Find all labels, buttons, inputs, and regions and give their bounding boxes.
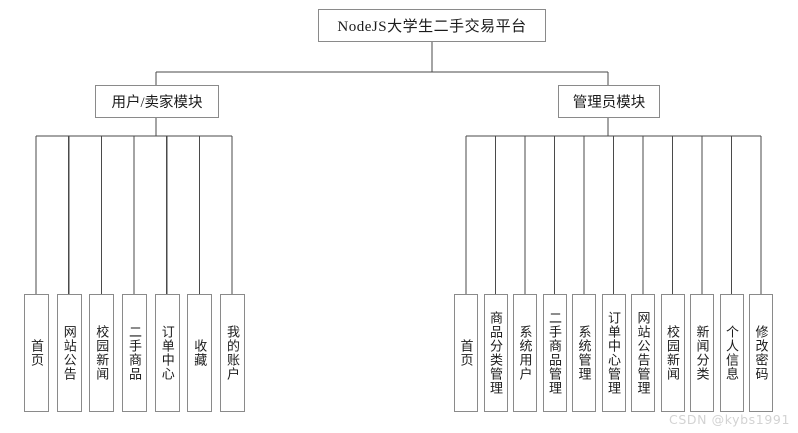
leaf-node-label: 首页 (458, 339, 474, 367)
leaf-node-label: 校园新闻 (94, 325, 110, 381)
leaf-node-admin-news-category[interactable]: 新闻分类 (690, 294, 714, 412)
leaf-node-label: 个人信息 (724, 325, 739, 381)
module-node-label: 用户/卖家模块 (111, 95, 203, 111)
leaf-node-user-order-center[interactable]: 订单中心 (154, 294, 180, 412)
leaf-node-user-my-account[interactable]: 我的账户 (220, 294, 245, 412)
leaf-node-admin-personal-info[interactable]: 个人信息 (719, 294, 744, 412)
leaf-node-label: 系统管理 (576, 325, 592, 381)
leaf-node-user-campus-news[interactable]: 校园新闻 (89, 294, 115, 412)
module-node-user-seller[interactable]: 用户/卖家模块 (95, 85, 219, 118)
leaf-node-admin-secondhand-goods-mgmt[interactable]: 二手商品管理 (542, 294, 567, 412)
leaf-node-admin-change-password[interactable]: 修改密码 (749, 294, 773, 412)
module-node-label: 管理员模块 (572, 95, 646, 111)
leaf-node-label: 系统用户 (517, 325, 533, 381)
leaf-node-label: 修改密码 (753, 325, 769, 381)
leaf-node-label: 收藏 (192, 339, 208, 367)
leaf-node-label: 我的账户 (225, 325, 240, 381)
leaf-node-user-site-notice[interactable]: 网站公告 (56, 294, 82, 412)
leaf-node-label: 网站公告 (61, 325, 77, 381)
leaf-node-admin-goods-category-mgmt[interactable]: 商品分类管理 (483, 294, 508, 412)
root-node-platform[interactable]: NodeJS大学生二手交易平台 (318, 9, 546, 42)
leaf-node-admin-home[interactable]: 首页 (454, 294, 478, 412)
leaf-node-label: 首页 (29, 339, 44, 367)
leaf-node-label: 校园新闻 (665, 325, 680, 381)
leaf-node-admin-system-mgmt[interactable]: 系统管理 (572, 294, 596, 412)
leaf-node-admin-order-center-mgmt[interactable]: 订单中心管理 (601, 294, 626, 412)
csdn-watermark: CSDN @kybs1991 (669, 412, 790, 427)
root-node-label: NodeJS大学生二手交易平台 (337, 19, 527, 35)
leaf-node-label: 网站公告管理 (635, 311, 651, 395)
leaf-node-user-favorites[interactable]: 收藏 (187, 294, 213, 412)
leaf-node-label: 订单中心管理 (606, 311, 621, 395)
leaf-node-label: 商品分类管理 (488, 311, 503, 395)
leaf-node-label: 二手商品 (127, 325, 142, 381)
module-node-admin[interactable]: 管理员模块 (558, 85, 660, 118)
leaf-node-label: 新闻分类 (694, 325, 710, 381)
leaf-node-admin-campus-news[interactable]: 校园新闻 (660, 294, 685, 412)
leaf-node-user-secondhand-goods[interactable]: 二手商品 (122, 294, 147, 412)
leaf-node-label: 订单中心 (159, 325, 175, 381)
leaf-node-admin-system-users[interactable]: 系统用户 (513, 294, 537, 412)
leaf-node-user-home[interactable]: 首页 (24, 294, 49, 412)
leaf-node-label: 二手商品管理 (547, 311, 562, 395)
leaf-node-admin-site-notice-mgmt[interactable]: 网站公告管理 (631, 294, 655, 412)
